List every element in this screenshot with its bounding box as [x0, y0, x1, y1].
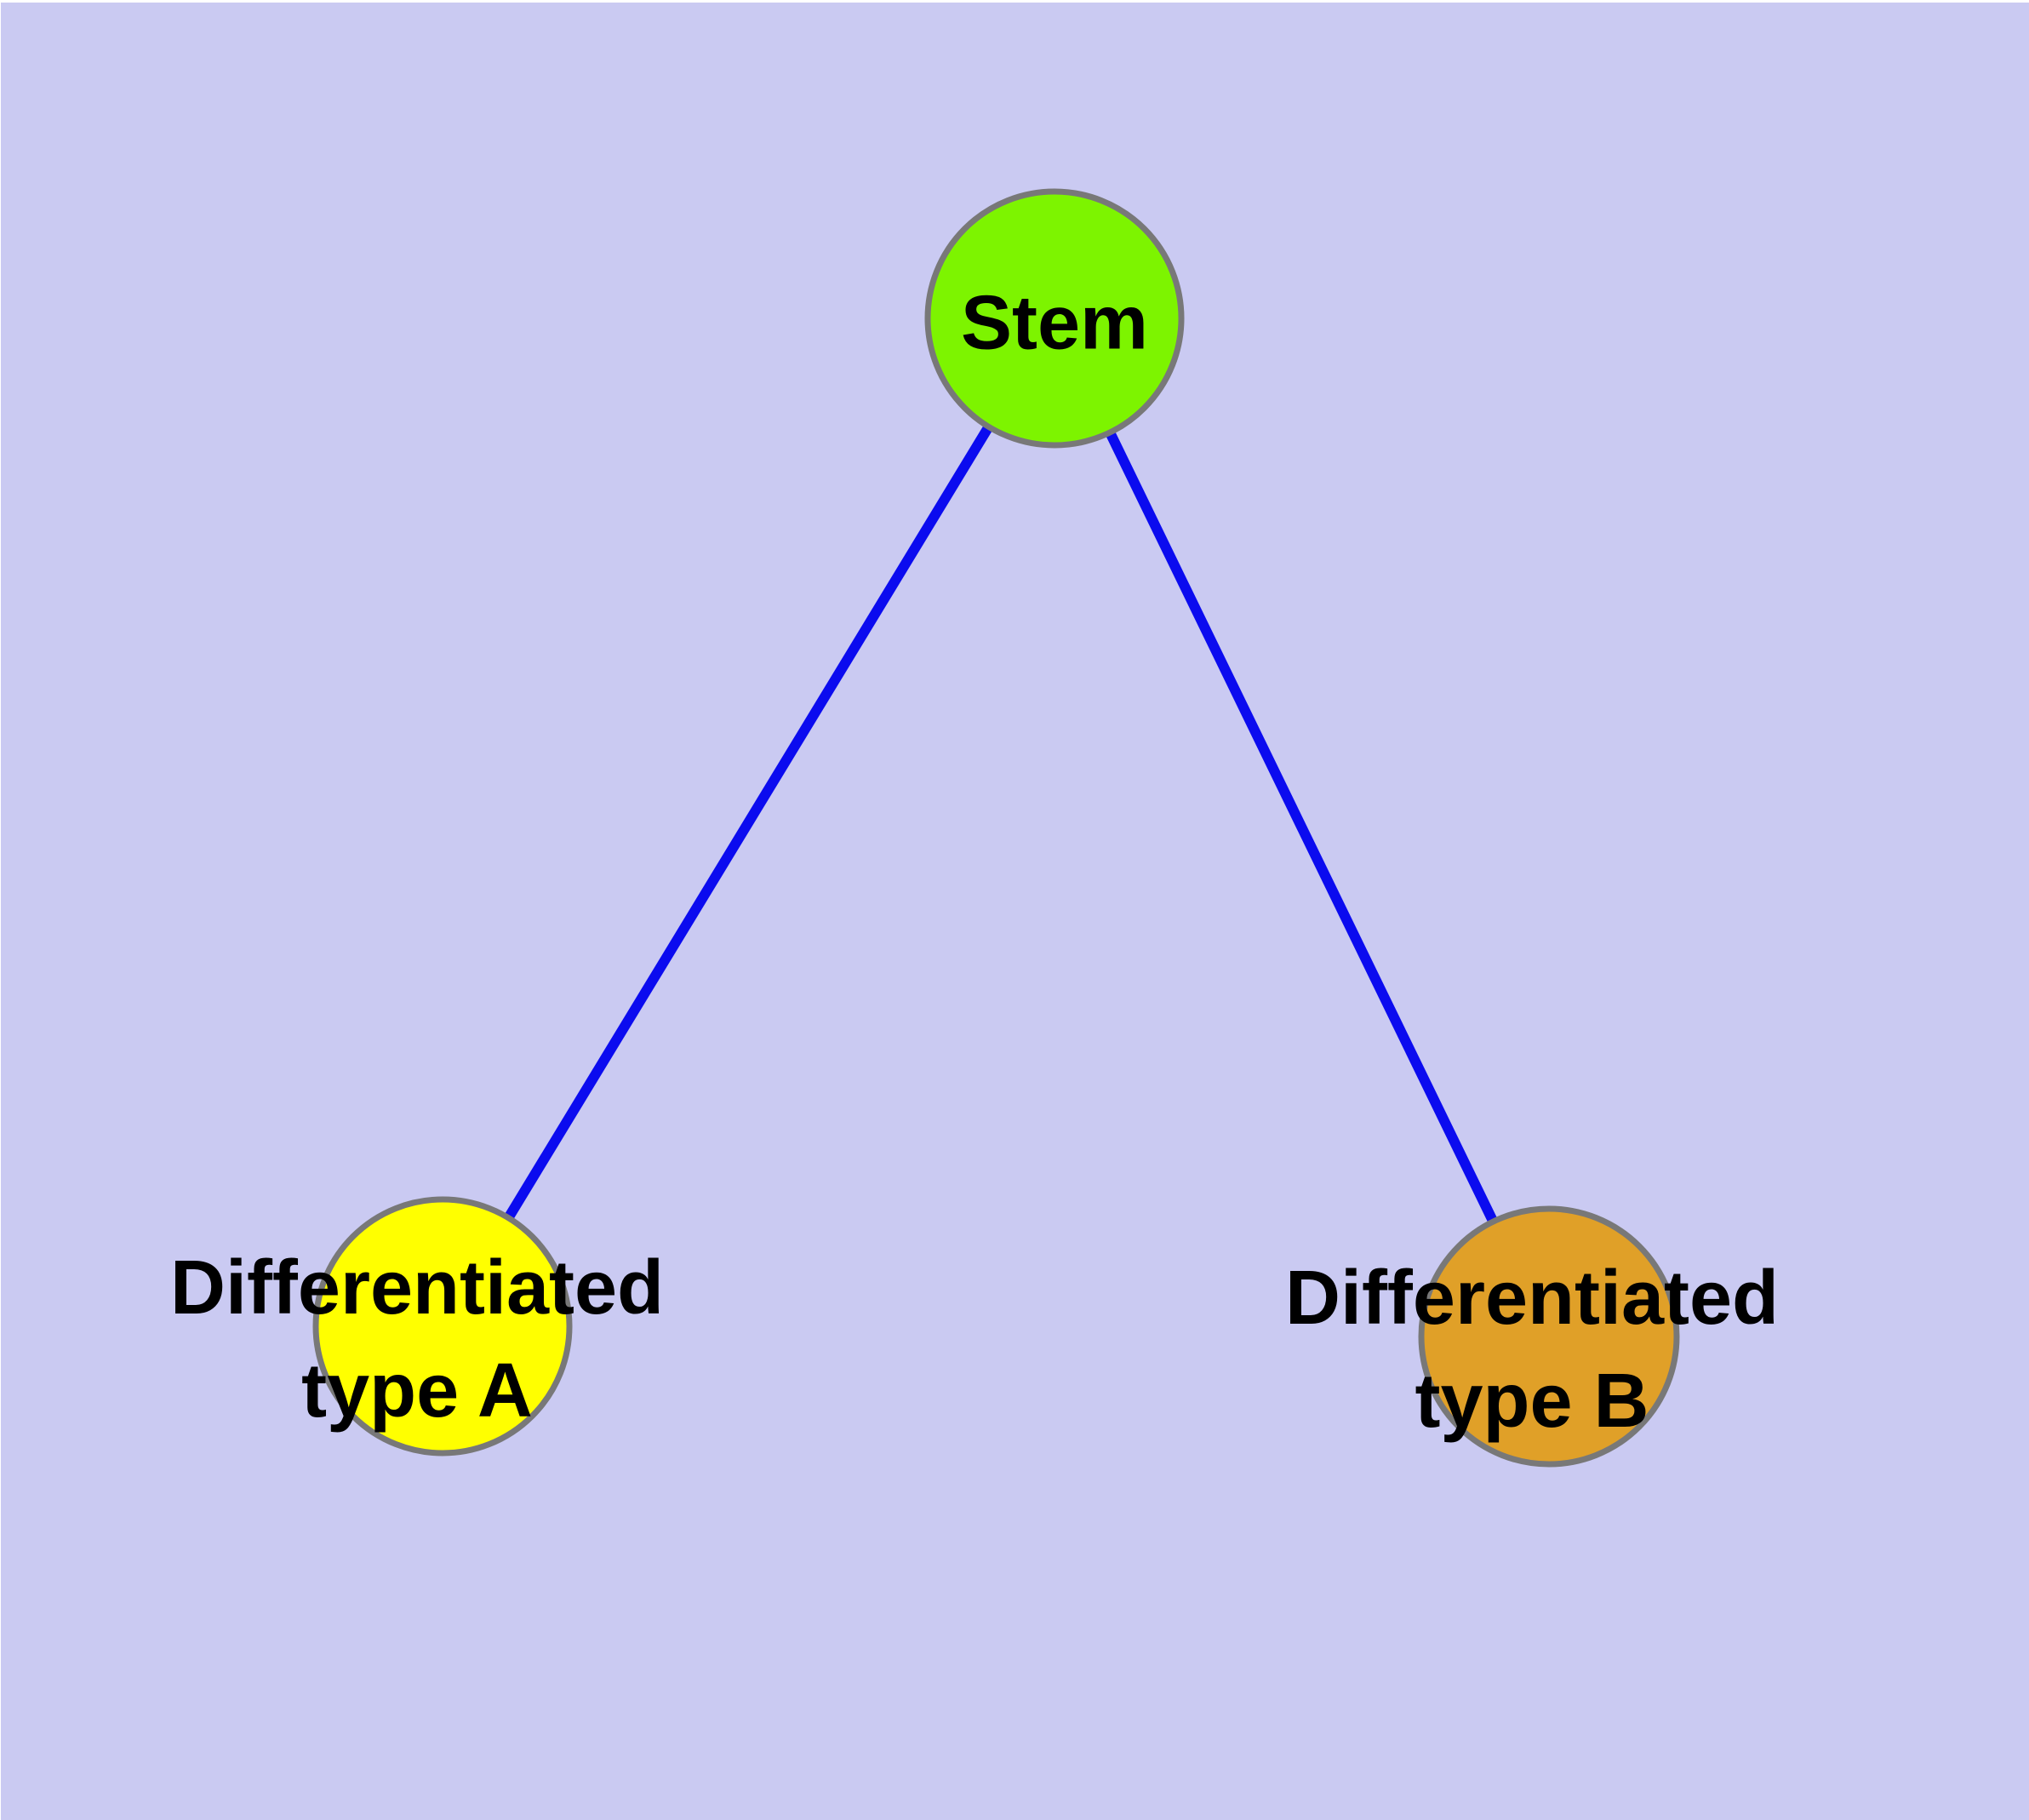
- node-stem: [924, 188, 1185, 449]
- edge-stem-to-differentiated-type-a: [437, 315, 1060, 1330]
- node-label-line: Differentiated: [170, 1245, 664, 1331]
- node-differentiated-type-a: [312, 1196, 573, 1457]
- edge-stem-to-differentiated-type-b: [1049, 316, 1554, 1339]
- node-label-differentiated-type-a: Differentiated type A: [170, 1245, 664, 1434]
- node-label-line: Stem: [961, 281, 1148, 366]
- node-label-stem: Stem: [961, 281, 1148, 366]
- node-label-differentiated-type-b: Differentiated type B: [1285, 1256, 1779, 1444]
- node-label-line: Differentiated: [1285, 1256, 1779, 1341]
- node-layer: [312, 188, 1680, 1468]
- node-label-line: type B: [1415, 1359, 1649, 1444]
- edge-layer: [437, 315, 1554, 1339]
- node-differentiated-type-b: [1418, 1205, 1680, 1468]
- node-label-line: type A: [301, 1348, 533, 1434]
